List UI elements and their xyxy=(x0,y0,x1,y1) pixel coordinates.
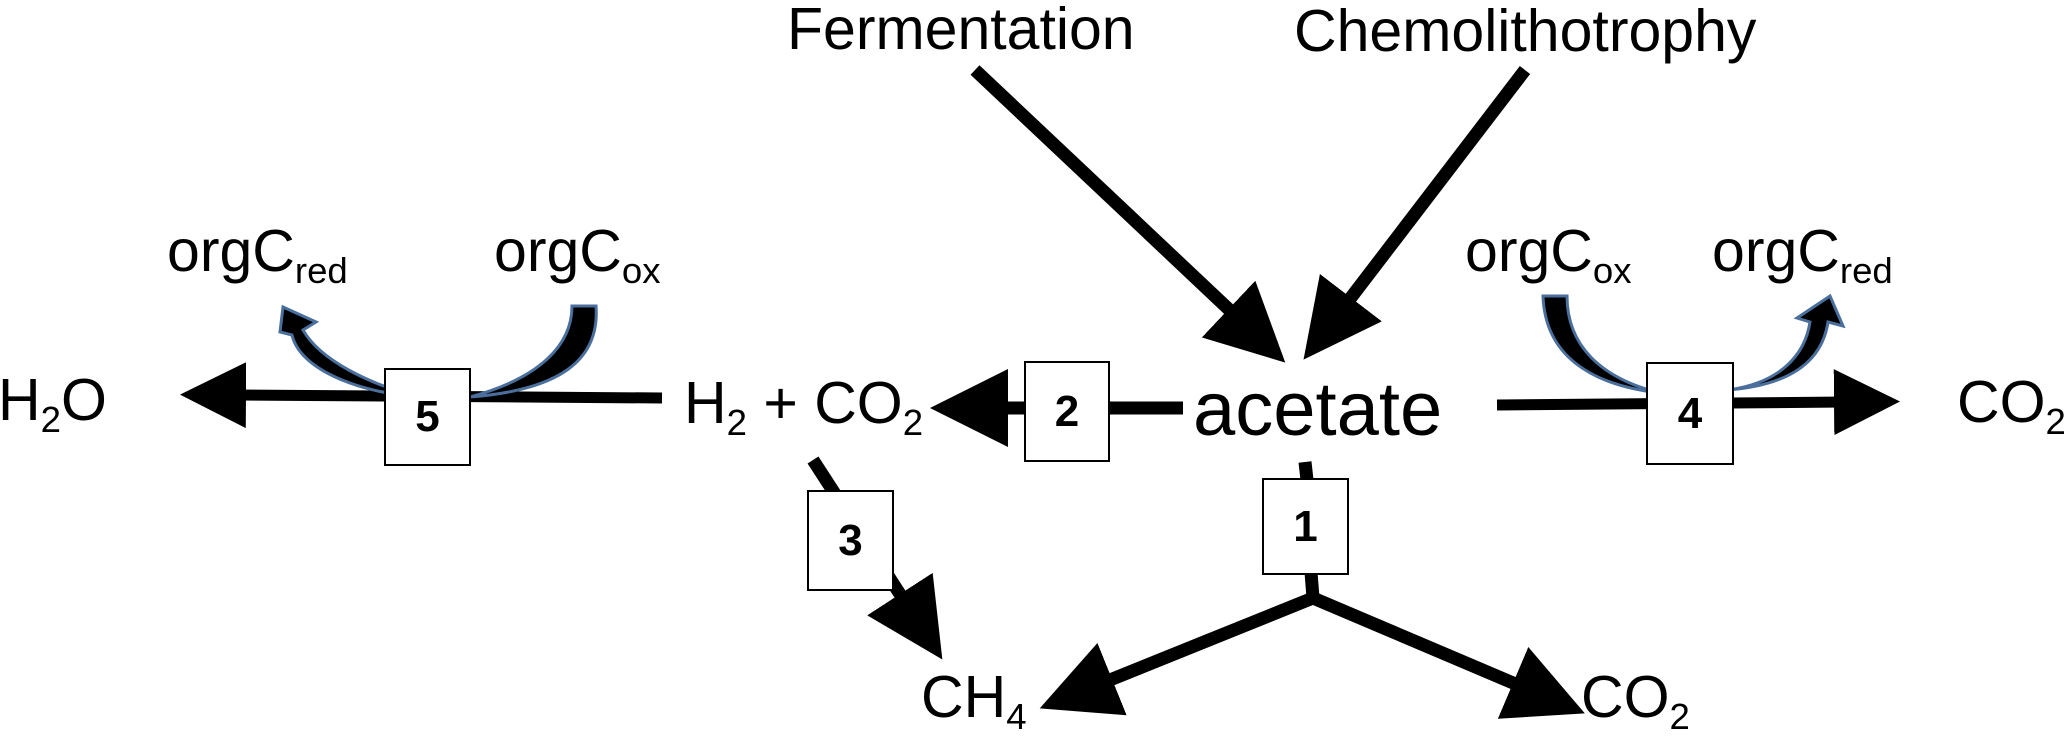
chemolithotrophy-arrow xyxy=(1303,66,1531,360)
orgc-ox-to-box4-curve-right xyxy=(1541,294,1661,395)
left-orgc-red-label: orgCred xyxy=(167,222,348,289)
right-orgc-ox-label: orgCox xyxy=(1465,222,1632,289)
pathway-3-box: 3 xyxy=(807,490,894,591)
box5-to-orgc-red-curve-left xyxy=(278,304,421,399)
pathway-1-box: 1 xyxy=(1262,478,1349,575)
ch4-sub: 4 xyxy=(1006,695,1027,737)
pathway-2-box: 2 xyxy=(1024,361,1110,462)
pathway-5-box: 5 xyxy=(384,368,471,466)
acetate-label: acetate xyxy=(1193,367,1443,452)
h2-co2-label: H2 + CO2 xyxy=(684,374,923,441)
left-orgc-red-sub: red xyxy=(294,249,348,291)
left-orgc-ox-label: orgCox xyxy=(494,222,661,289)
right-orgc-red-main: orgC xyxy=(1712,218,1840,284)
left-orgc-ox-main: orgC xyxy=(494,218,622,284)
right-orgc-red-sub: red xyxy=(1839,249,1893,291)
chemolithotrophy-label: Chemolithotrophy xyxy=(1294,0,1757,64)
bottom-co2-label: CO2 xyxy=(1581,668,1690,735)
pathway-4-box: 4 xyxy=(1646,362,1734,465)
water-label: H2O xyxy=(0,371,107,438)
pathway-1-co2-branch xyxy=(1310,592,1585,719)
co2-subscript: 2 xyxy=(902,401,924,443)
right-orgc-red-label: orgCred xyxy=(1712,222,1893,289)
h2-subscript: 2 xyxy=(726,401,747,443)
pathway-1-ch4-branch xyxy=(1039,591,1316,716)
fermentation-label: Fermentation xyxy=(787,0,1135,62)
right-co2-sub: 2 xyxy=(2045,400,2066,442)
fermentation-arrow xyxy=(970,65,1286,363)
h2-text: H xyxy=(684,370,727,436)
right-orgc-ox-sub: ox xyxy=(1592,249,1632,291)
ch4-main: CH xyxy=(921,664,1007,730)
pathway-1-stem-top xyxy=(1298,461,1314,481)
right-co2-main: CO xyxy=(1957,369,2046,435)
plus-co2-text: + CO xyxy=(746,370,903,436)
water-h-text: H xyxy=(0,367,41,433)
left-orgc-red-main: orgC xyxy=(167,218,295,284)
box4-to-orgc-red-curve-right xyxy=(1727,293,1846,392)
orgc-ox-to-box5-curve-left xyxy=(469,304,598,399)
pathway-1-stem-bottom xyxy=(1304,571,1320,599)
right-co2-label: CO2 xyxy=(1957,373,2066,440)
ch4-label: CH4 xyxy=(921,668,1027,735)
water-o-text: O xyxy=(60,367,107,433)
bottom-co2-sub: 2 xyxy=(1669,695,1690,737)
left-orgc-ox-sub: ox xyxy=(621,249,661,291)
right-orgc-ox-main: orgC xyxy=(1465,218,1593,284)
water-subscript: 2 xyxy=(40,398,61,440)
bottom-co2-main: CO xyxy=(1581,664,1670,730)
